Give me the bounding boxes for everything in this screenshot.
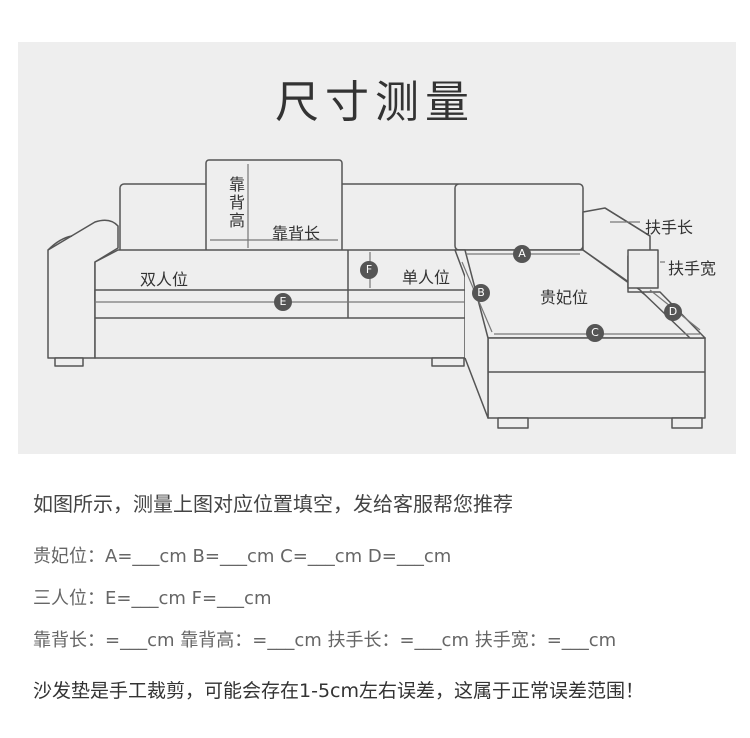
armrest-length-label: 扶手长 — [645, 218, 694, 237]
single-seat-label: 单人位 — [402, 268, 451, 287]
form-line-back-arm: 靠背长：=___cm 靠背高：=___cm 扶手长：=___cm 扶手宽：=__… — [33, 630, 617, 651]
backrest-height-label: 靠背高 — [228, 175, 245, 230]
page-title: 尺寸测量 — [275, 77, 475, 128]
instruction-text: 如图所示，测量上图对应位置填空，发给客服帮您推荐 — [33, 492, 513, 516]
marker-f: F — [360, 261, 378, 279]
double-seat-label: 双人位 — [140, 270, 189, 289]
error-note: 沙发垫是手工裁剪，可能会存在1-5cm左右误差，这属于正常误差范围！ — [33, 680, 644, 702]
marker-b: B — [472, 284, 490, 302]
backrest-length-label: 靠背长 — [272, 224, 321, 243]
form-line-chaise: 贵妃位：A=___cm B=___cm C=___cm D=___cm — [33, 546, 452, 567]
form-line-three-seat: 三人位：E=___cm F=___cm — [33, 588, 272, 609]
chaise-seat-label: 贵妃位 — [540, 288, 589, 307]
marker-a: A — [513, 245, 531, 263]
armrest-width-label: 扶手宽 — [668, 259, 717, 278]
marker-e: E — [274, 293, 292, 311]
marker-d: D — [664, 303, 682, 321]
marker-c: C — [586, 324, 604, 342]
